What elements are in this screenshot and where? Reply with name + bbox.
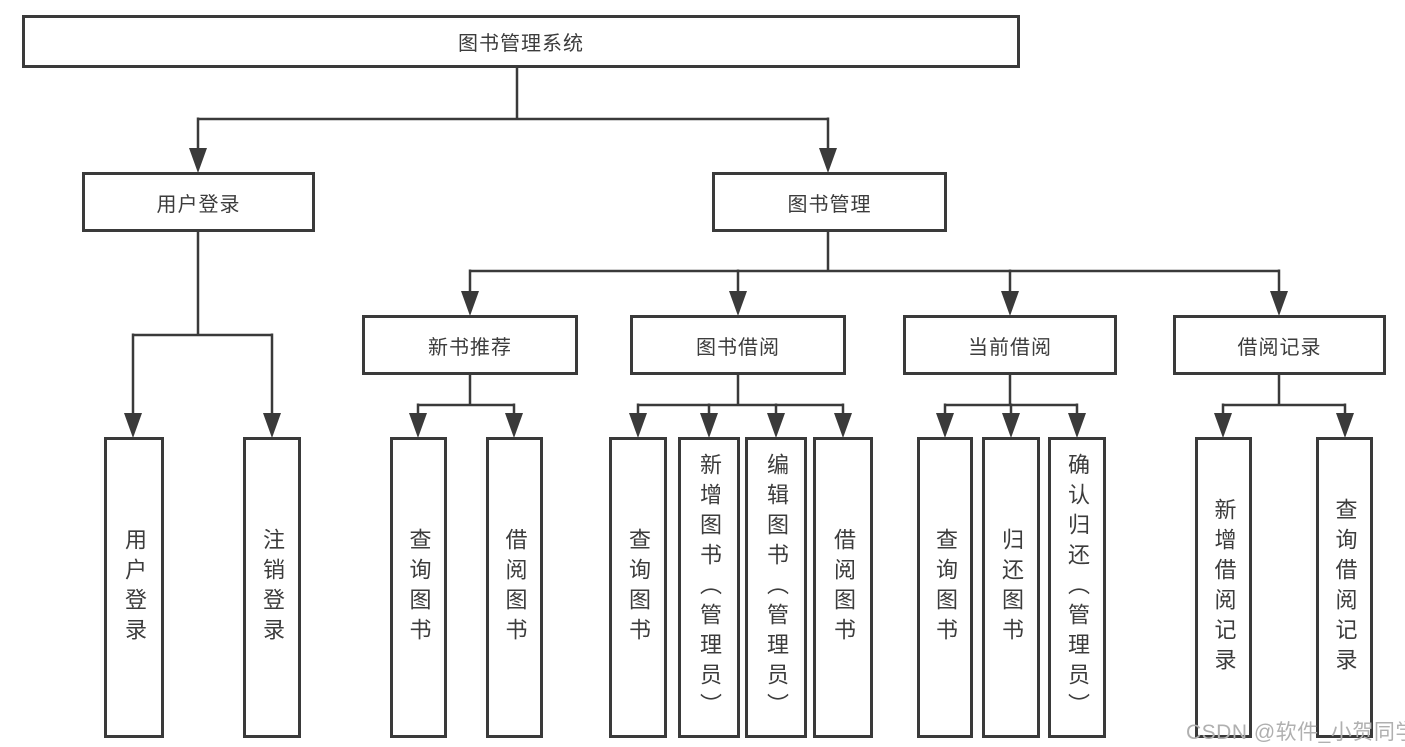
node-book-management-branch-label: 图书管理	[787, 193, 872, 216]
node-new-book-recommend: 新书推荐	[362, 315, 578, 375]
node-leaf-add-books-admin: 新增图书（管理员）	[678, 437, 740, 738]
node-current-borrow: 当前借阅	[903, 315, 1117, 375]
node-leaf-edit-books-admin: 编辑图书（管理员）	[745, 437, 807, 738]
node-leaf-add-books-admin-label: 新增图书（管理员）	[697, 452, 722, 723]
node-leaf-query-borrow-record-label: 查询借阅记录	[1332, 497, 1358, 678]
node-leaf-confirm-return-admin-label: 确认归还（管理员）	[1065, 452, 1090, 723]
node-user-login-branch: 用户登录	[82, 172, 315, 232]
node-leaf-logout-label: 注销登录	[260, 527, 285, 648]
node-leaf-query-books-2: 查询图书	[609, 437, 667, 738]
node-book-borrow-label: 图书借阅	[696, 336, 780, 359]
node-leaf-borrow-books-1-label: 借阅图书	[502, 527, 528, 648]
node-leaf-query-borrow-record: 查询借阅记录	[1316, 437, 1373, 738]
node-root-system: 图书管理系统	[22, 15, 1020, 68]
node-new-book-recommend-label: 新书推荐	[428, 336, 512, 359]
node-leaf-user-login-label: 用户登录	[122, 527, 147, 648]
node-leaf-borrow-books-1: 借阅图书	[486, 437, 543, 738]
node-borrow-records-label: 借阅记录	[1237, 336, 1322, 359]
node-leaf-query-books-3-label: 查询图书	[933, 527, 958, 648]
node-user-login-branch-label: 用户登录	[156, 193, 241, 216]
node-borrow-records: 借阅记录	[1173, 315, 1386, 375]
node-leaf-add-borrow-record: 新增借阅记录	[1195, 437, 1252, 738]
node-leaf-user-login: 用户登录	[104, 437, 164, 738]
node-book-borrow: 图书借阅	[630, 315, 846, 375]
node-current-borrow-label: 当前借阅	[968, 336, 1052, 359]
node-leaf-borrow-books-2: 借阅图书	[813, 437, 873, 738]
node-leaf-return-books: 归还图书	[982, 437, 1040, 738]
node-root-system-label: 图书管理系统	[458, 33, 584, 55]
node-leaf-add-borrow-record-label: 新增借阅记录	[1211, 497, 1237, 678]
node-leaf-query-books-1-label: 查询图书	[406, 527, 432, 648]
node-leaf-query-books-2-label: 查询图书	[626, 527, 651, 648]
node-leaf-query-books-1: 查询图书	[390, 437, 447, 738]
node-leaf-return-books-label: 归还图书	[999, 527, 1024, 648]
arrowheads	[124, 148, 1354, 438]
node-leaf-query-books-3: 查询图书	[917, 437, 973, 738]
node-leaf-borrow-books-2-label: 借阅图书	[831, 527, 856, 648]
node-leaf-edit-books-admin-label: 编辑图书（管理员）	[764, 452, 789, 723]
node-leaf-logout: 注销登录	[243, 437, 301, 738]
node-book-management-branch: 图书管理	[712, 172, 947, 232]
node-leaf-confirm-return-admin: 确认归还（管理员）	[1048, 437, 1106, 738]
csdn-watermark: CSDN @软件_小贺同学	[1186, 721, 1405, 744]
